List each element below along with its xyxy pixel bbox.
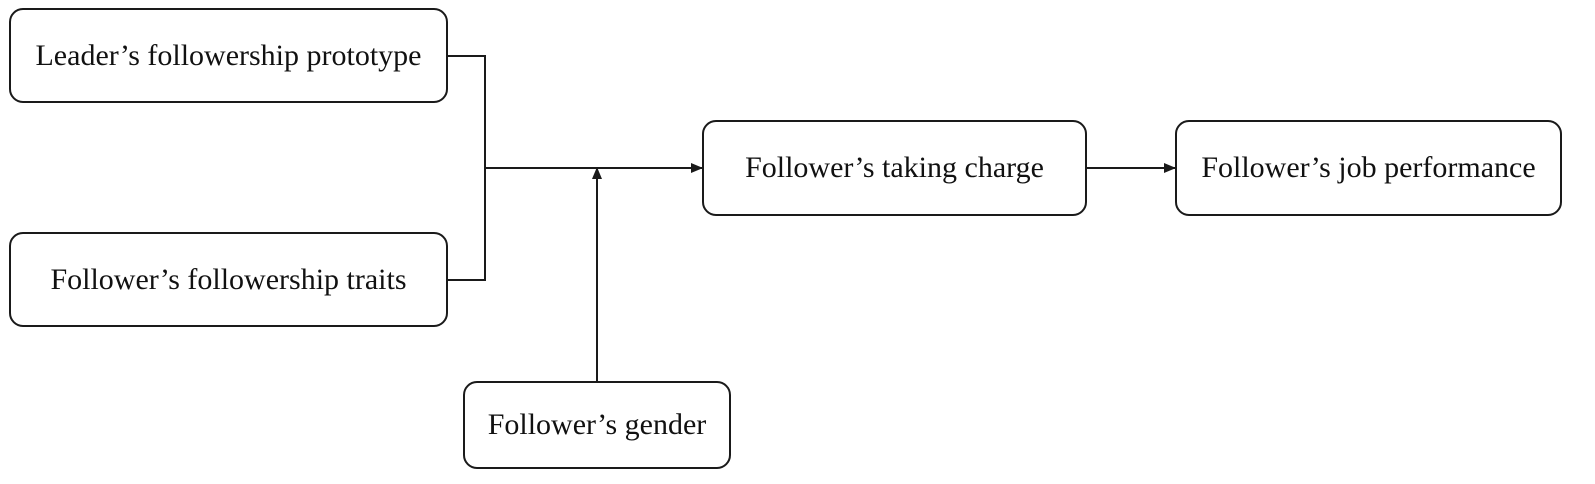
predictor-bracket-line bbox=[448, 55, 486, 281]
follower-gender-box: Follower’s gender bbox=[463, 381, 731, 469]
leader-followership-prototype-box: Leader’s followership prototype bbox=[9, 8, 448, 103]
follower-job-performance-label: Follower’s job performance bbox=[1201, 151, 1536, 184]
follower-gender-label: Follower’s gender bbox=[487, 408, 707, 441]
follower-taking-charge-box: Follower’s taking charge bbox=[702, 120, 1087, 216]
follower-followership-traits-label: Follower’s followership traits bbox=[50, 262, 407, 296]
follower-followership-traits-box: Follower’s followership traits bbox=[9, 232, 448, 327]
follower-job-performance-box: Follower’s job performance bbox=[1175, 120, 1562, 216]
leader-followership-prototype-label: Leader’s followership prototype bbox=[35, 38, 422, 72]
follower-taking-charge-label: Follower’s taking charge bbox=[745, 151, 1044, 184]
